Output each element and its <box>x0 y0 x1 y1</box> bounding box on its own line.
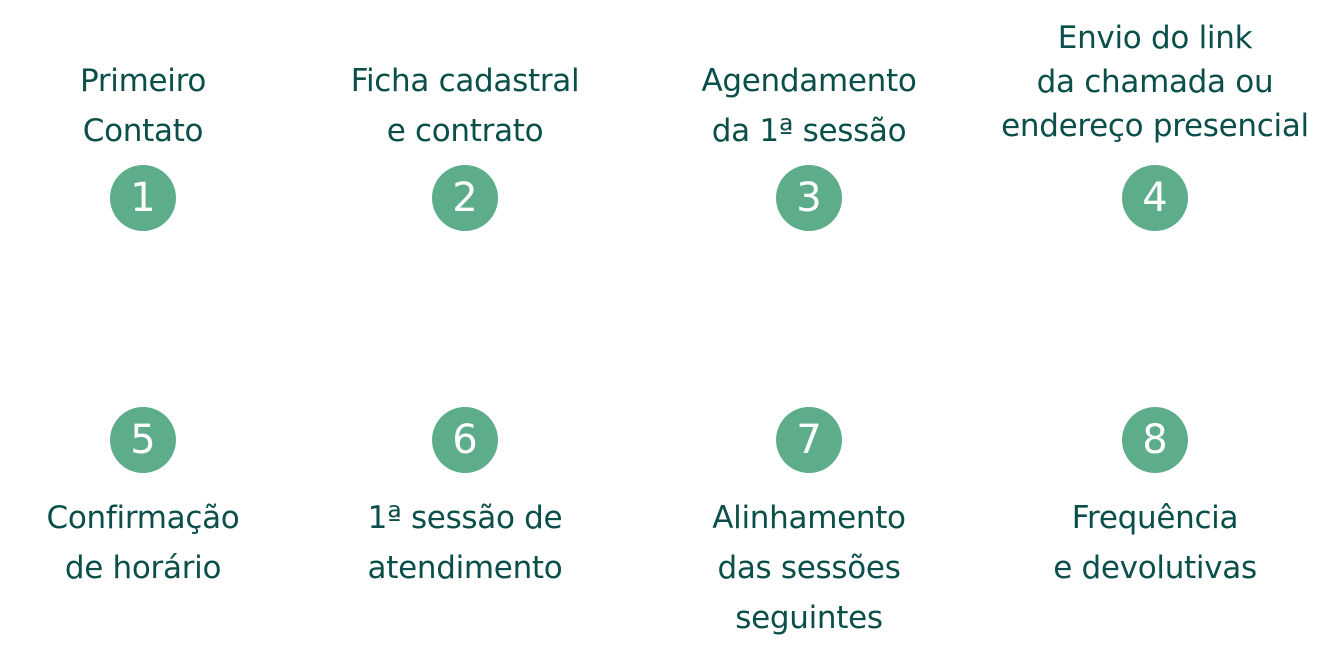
step-label: Primeiro Contato <box>79 63 207 149</box>
step-label: Envio do link da chamada ou endereço pre… <box>1001 20 1309 144</box>
step-label: Agendamento da 1ª sessão <box>701 63 917 149</box>
step-1-label-wrap: Primeiro Contato <box>0 0 308 156</box>
step-4-label-wrap: Envio do link da chamada ou endereço pre… <box>990 0 1320 148</box>
step-label: Frequência e devolutivas <box>1053 500 1257 586</box>
step-8-number-badge: 8 <box>1122 407 1188 473</box>
step-2-number-badge: 2 <box>432 165 498 231</box>
step-4-number-badge: 4 <box>1122 165 1188 231</box>
step-label: 1ª sessão de atendimento <box>367 500 563 586</box>
step-1-number-badge: 1 <box>110 165 176 231</box>
step-7-number-badge: 7 <box>776 407 842 473</box>
step-label: Alinhamento das sessões seguintes <box>712 500 906 636</box>
step-3-label-wrap: Agendamento da 1ª sessão <box>644 0 974 156</box>
step-label: Ficha cadastral e contrato <box>350 63 580 149</box>
step-label: Confirmação de horário <box>46 500 240 586</box>
step-3-number-badge: 3 <box>776 165 842 231</box>
step-6-number-badge: 6 <box>432 407 498 473</box>
step-2-label-wrap: Ficha cadastral e contrato <box>300 0 630 156</box>
step-5-number-badge: 5 <box>110 407 176 473</box>
